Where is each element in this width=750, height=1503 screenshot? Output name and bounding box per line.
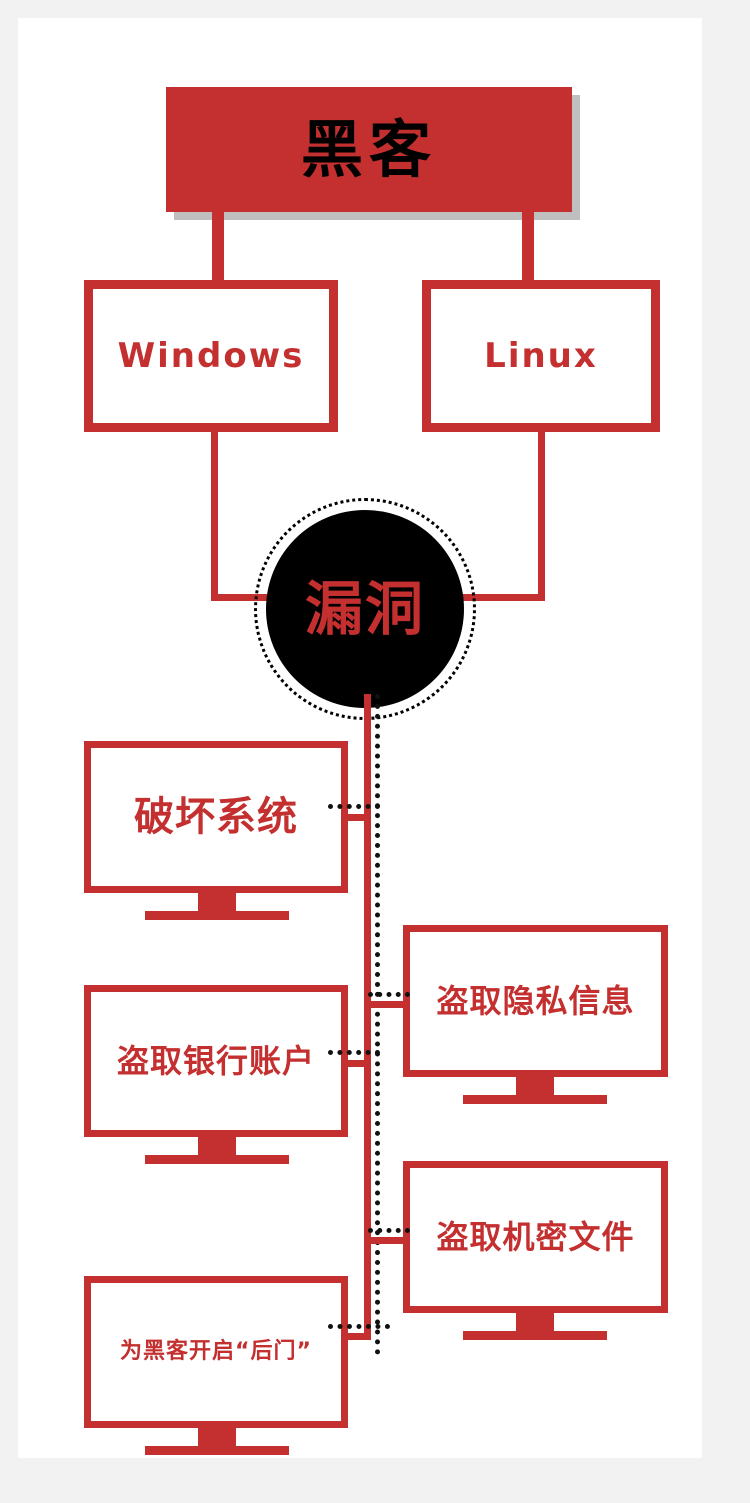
- windows-to-hub-vertical: [211, 432, 218, 601]
- outcome-label-5: 为黑客开启“后门”: [120, 1339, 312, 1364]
- outcome-neck-4: [516, 1313, 554, 1331]
- linux-to-hub-horizontal: [428, 594, 545, 601]
- outcome-base-1: [145, 911, 289, 920]
- outcome-connector-2-dotted: [368, 992, 410, 997]
- page-title: 黑客: [300, 112, 437, 186]
- linux-to-hub-vertical: [538, 432, 545, 601]
- outcome-connector-2-solid: [371, 1001, 405, 1008]
- outcome-label-3: 盗取银行账户: [116, 1042, 315, 1080]
- trunk-line-dotted: [375, 694, 380, 1355]
- outcome-base-2: [463, 1095, 607, 1104]
- outcome-connector-3-dotted: [328, 1050, 380, 1055]
- outcome-neck-3: [198, 1137, 236, 1155]
- outcome-screen-3[interactable]: 盗取银行账户: [84, 985, 348, 1137]
- outcome-connector-5-dotted: [328, 1324, 390, 1329]
- outcome-base-3: [145, 1155, 289, 1164]
- outcome-screen-1[interactable]: 破坏系统: [84, 741, 348, 893]
- outcome-connector-3-solid: [341, 1060, 371, 1067]
- outcome-connector-4-dotted: [368, 1228, 410, 1233]
- platform-label-windows: Windows: [117, 336, 305, 376]
- title-block: 黑客: [166, 87, 572, 212]
- outcome-connector-1-solid: [341, 814, 371, 821]
- outcome-label-4: 盗取机密文件: [436, 1218, 635, 1256]
- title-stem-right: [522, 212, 534, 280]
- outcome-neck-2: [516, 1077, 554, 1095]
- outcome-connector-4-solid: [371, 1237, 405, 1244]
- hub-label: 漏洞: [304, 575, 425, 643]
- outcome-connector-1-dotted: [328, 804, 380, 809]
- infographic-canvas: 黑客 Windows Linux 漏洞 破坏系统: [18, 18, 702, 1458]
- outcome-screen-4[interactable]: 盗取机密文件: [403, 1161, 668, 1313]
- platform-box-windows[interactable]: Windows: [84, 280, 338, 432]
- outcome-neck-5: [198, 1428, 236, 1446]
- outcome-screen-2[interactable]: 盗取隐私信息: [403, 925, 668, 1077]
- platform-label-linux: Linux: [484, 336, 598, 376]
- hub-circle[interactable]: 漏洞: [266, 510, 464, 708]
- outcome-base-5: [145, 1446, 289, 1455]
- title-stem-left: [212, 212, 224, 280]
- outcome-connector-5-solid: [341, 1333, 371, 1340]
- outcome-neck-1: [198, 893, 236, 911]
- platform-box-linux[interactable]: Linux: [422, 280, 660, 432]
- outcome-base-4: [463, 1331, 607, 1340]
- outcome-label-1: 破坏系统: [134, 794, 298, 840]
- trunk-line-solid: [364, 694, 371, 1340]
- outcome-screen-5[interactable]: 为黑客开启“后门”: [84, 1276, 348, 1428]
- outcome-label-2: 盗取隐私信息: [436, 982, 635, 1020]
